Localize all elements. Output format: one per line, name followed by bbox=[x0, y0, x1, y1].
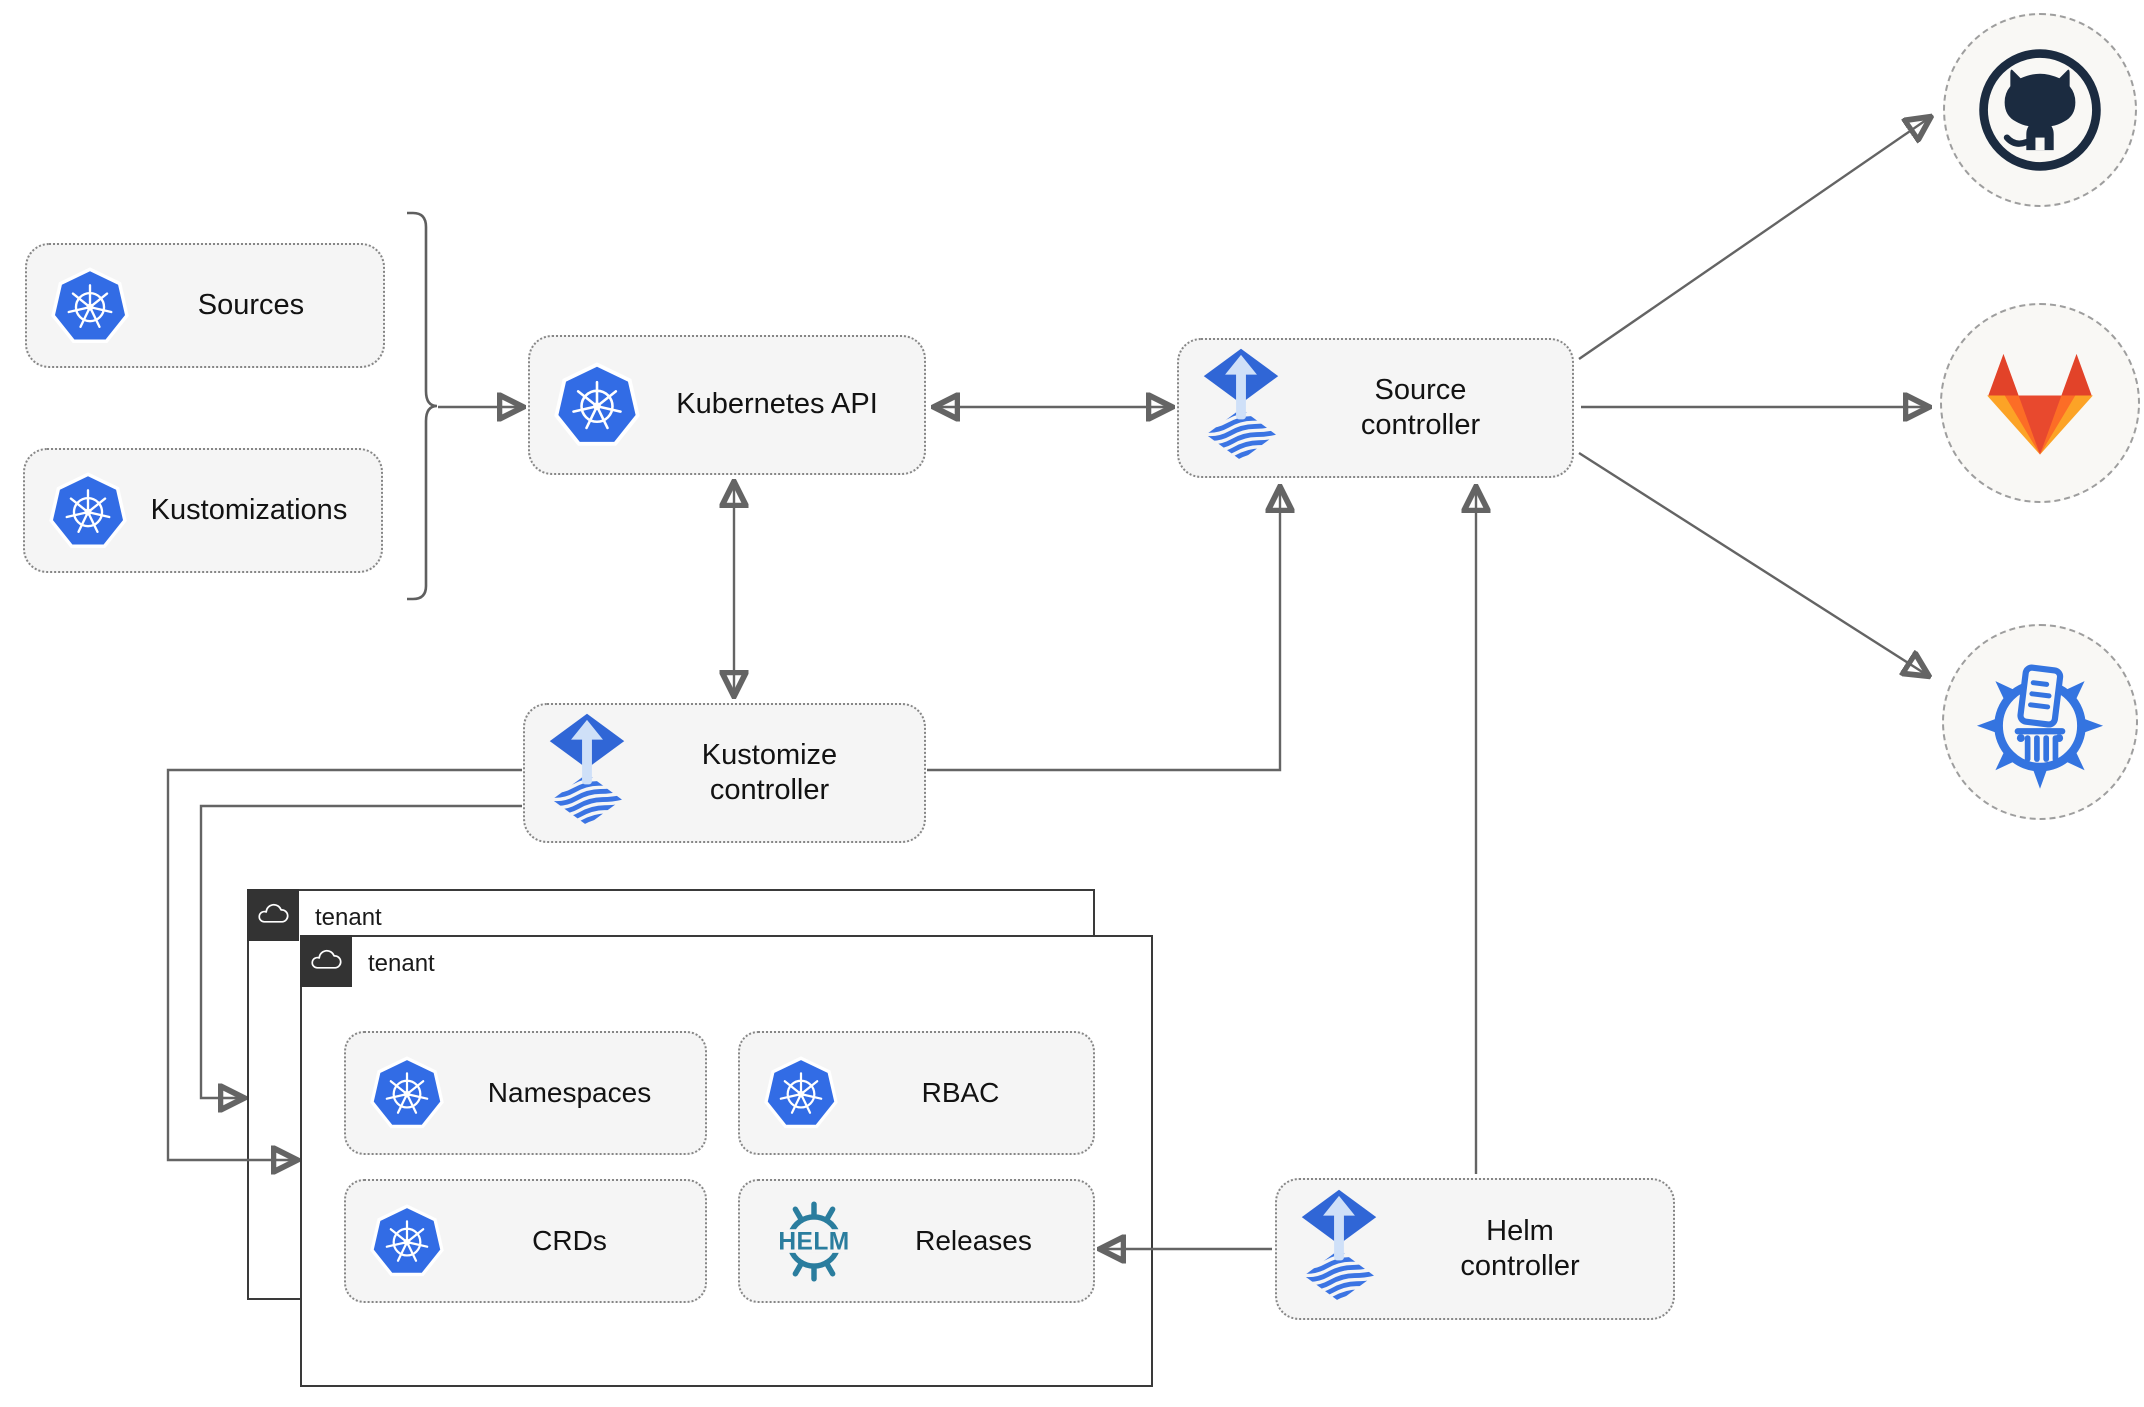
edge-source-to-chartmuseum bbox=[1578, 451, 1927, 675]
node-namespaces: Namespaces bbox=[344, 1031, 707, 1155]
github-icon bbox=[1978, 48, 2102, 172]
node-label: CRDs bbox=[532, 1224, 607, 1256]
node-source-controller: Source controller bbox=[1177, 338, 1574, 478]
node-releases: HELM Releases bbox=[738, 1179, 1095, 1303]
kubernetes-icon bbox=[370, 1204, 444, 1278]
node-label: Source controller bbox=[1360, 373, 1481, 441]
node-label: Helm controller bbox=[1460, 1214, 1580, 1282]
helm-logo-text: HELM bbox=[778, 1228, 849, 1255]
node-rbac: RBAC bbox=[738, 1031, 1095, 1155]
node-kustomize-controller: Kustomize controller bbox=[523, 703, 926, 843]
tenant-box-inner: tenant bbox=[300, 935, 1153, 1387]
node-crds: CRDs bbox=[344, 1179, 707, 1303]
kubernetes-icon bbox=[49, 471, 127, 550]
tenant-badge bbox=[300, 935, 352, 987]
chartmuseum-icon bbox=[1972, 654, 2108, 790]
external-chartmuseum bbox=[1942, 624, 2138, 820]
helm-icon: HELM bbox=[764, 1196, 864, 1287]
node-label: RBAC bbox=[921, 1076, 1000, 1108]
flux-icon bbox=[549, 713, 625, 833]
tenant-badge bbox=[247, 889, 299, 941]
crd-group-bracket bbox=[407, 211, 438, 601]
external-github bbox=[1943, 13, 2137, 207]
kubernetes-icon bbox=[764, 1056, 838, 1130]
flux-icon bbox=[1203, 348, 1279, 468]
node-label: Releases bbox=[915, 1224, 1032, 1256]
node-sources: Sources bbox=[25, 243, 385, 368]
node-label: Namespaces bbox=[487, 1076, 652, 1108]
tenant-label: tenant bbox=[315, 904, 382, 931]
edge-kustomize-to-outer-tenant bbox=[199, 804, 522, 1098]
flux-icon bbox=[1301, 1189, 1377, 1309]
node-label: Sources bbox=[197, 288, 305, 321]
edge-kustomize-to-source-controller bbox=[927, 489, 1280, 772]
edge-kustomize-to-inner-tenant bbox=[166, 768, 522, 1160]
tenant-label: tenant bbox=[368, 950, 435, 977]
kubernetes-icon bbox=[370, 1056, 444, 1130]
gitlab-icon bbox=[1987, 353, 2093, 455]
external-gitlab bbox=[1940, 303, 2140, 503]
kubernetes-icon bbox=[554, 362, 640, 448]
node-label: Kubernetes API bbox=[676, 388, 878, 421]
edge-source-to-github bbox=[1578, 118, 1929, 360]
node-label: Kustomize controller bbox=[701, 738, 838, 806]
kubernetes-icon bbox=[51, 266, 129, 345]
node-kubernetes-api: Kubernetes API bbox=[528, 335, 926, 475]
node-kustomizations: Kustomizations bbox=[23, 448, 383, 573]
node-helm-controller: Helm controller bbox=[1275, 1178, 1675, 1320]
node-label: Kustomizations bbox=[150, 493, 348, 526]
